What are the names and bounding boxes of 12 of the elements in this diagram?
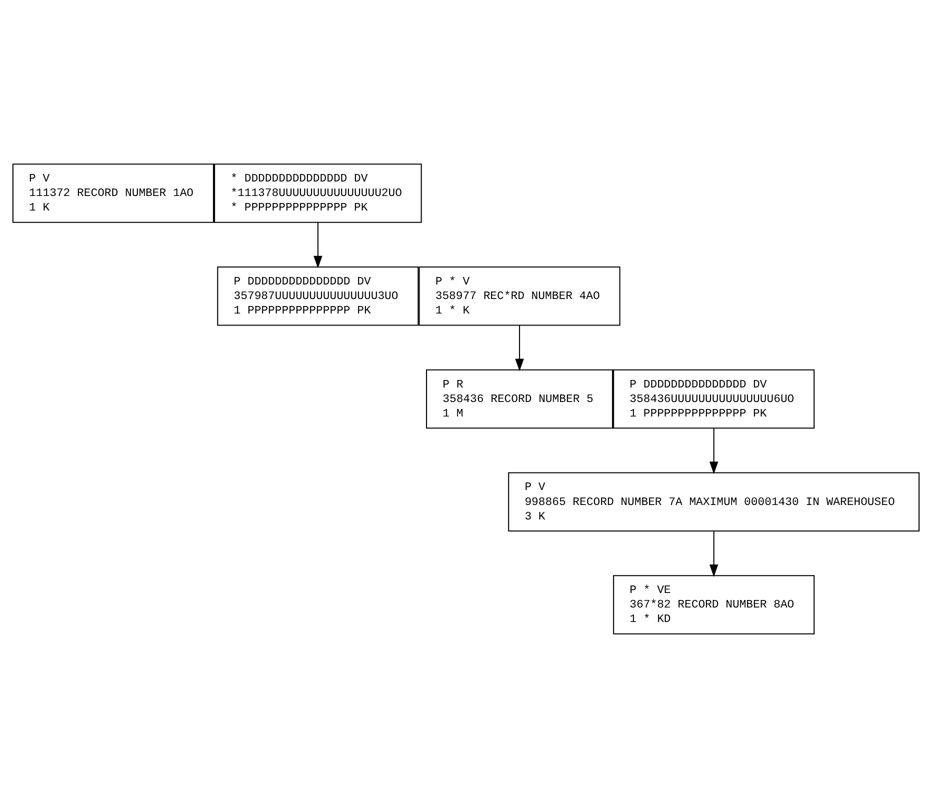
node-box: P DDDDDDDDDDDDDDD DV 357987UUUUUUUUUUUUUUU3UO 1 PPPPPPPPPPPPPPP PK xyxy=(217,266,419,326)
arrow xyxy=(314,222,322,268)
arrow xyxy=(515,325,524,372)
node-box: P R 358436 RECORD NUMBER 5 1 M xyxy=(426,369,614,429)
node-box: * DDDDDDDDDDDDDDD DV *111378UUUUUUUUUUUUUUU2UO * PPPPPPPPPPPPPPP PK xyxy=(214,164,422,223)
node-box: P * VE 367*82 RECORD NUMBER 8AO 1 * KD xyxy=(613,575,815,634)
node-box: P * V 358977 REC*RD NUMBER 4AO 1 * K xyxy=(418,266,620,326)
node-box: P V 998865 RECORD NUMBER 7A MAXIMUM 00001430 IN WAREHOUSEO 3 K xyxy=(508,472,920,532)
node-box: P DDDDDDDDDDDDDDD DV 358436UUUUUUUUUUUUUUU6UO 1 PPPPPPPPPPPPPPP PK xyxy=(613,369,815,429)
arrow xyxy=(709,531,718,577)
arrow xyxy=(709,428,718,474)
node-box: P V 111372 RECORD NUMBER 1AO 1 K xyxy=(12,164,214,223)
